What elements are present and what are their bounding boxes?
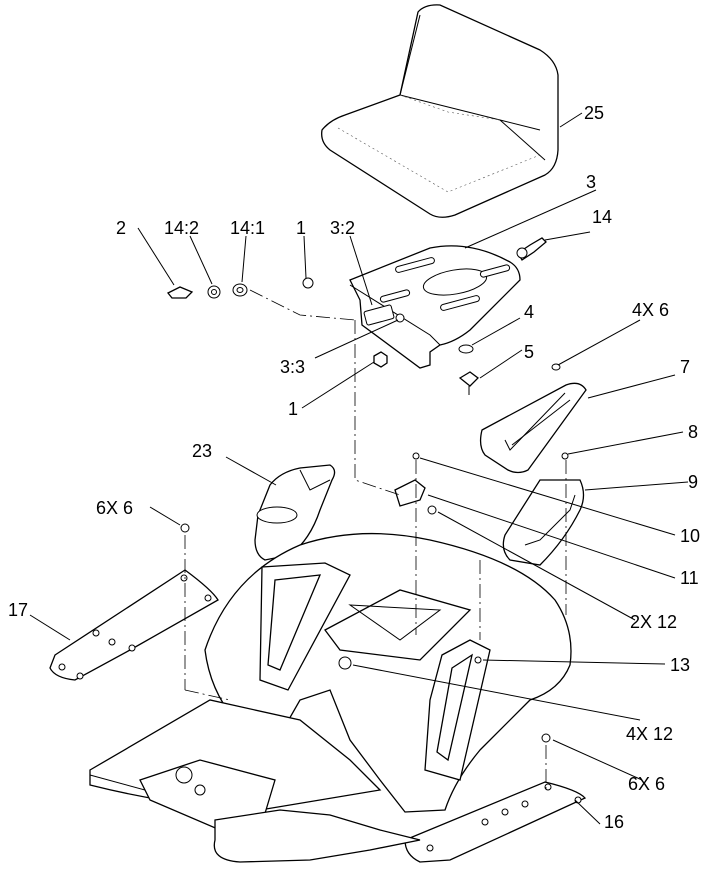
callout-9: 9 xyxy=(688,472,698,492)
washer-4-part xyxy=(458,344,474,354)
callout-labels: 25 3 14 2 14:2 14:1 1 3:2 4X 6 4 5 3:3 1… xyxy=(8,103,700,832)
callout-13: 13 xyxy=(670,655,690,675)
bracket-11-part xyxy=(394,452,437,515)
callout-3-2: 3:2 xyxy=(330,218,355,238)
seat-part xyxy=(321,4,559,218)
callout-6x6-right: 6X 6 xyxy=(628,774,665,794)
callout-25: 25 xyxy=(584,103,604,123)
callout-5: 5 xyxy=(524,342,534,362)
callout-2: 2 xyxy=(116,218,126,238)
callout-17: 17 xyxy=(8,600,28,620)
nut-1-part xyxy=(373,351,388,368)
callout-4x12: 4X 12 xyxy=(626,724,673,744)
plate-7-part xyxy=(479,363,587,474)
callout-1-bottom: 1 xyxy=(288,399,298,419)
key-part xyxy=(166,286,194,299)
right-panel-16-part xyxy=(404,733,587,863)
callout-11: 11 xyxy=(680,568,699,588)
screw-part xyxy=(302,277,314,289)
callout-7: 7 xyxy=(680,357,690,377)
leader-lines xyxy=(29,112,689,825)
callout-3-3: 3:3 xyxy=(280,357,305,377)
callout-8: 8 xyxy=(688,422,698,442)
callout-14-1: 14:1 xyxy=(230,218,265,238)
callout-4x6: 4X 6 xyxy=(632,300,669,320)
switch-part xyxy=(516,237,547,261)
callout-23: 23 xyxy=(192,441,212,461)
callout-14-2: 14:2 xyxy=(164,218,199,238)
nut-part xyxy=(207,285,221,299)
left-panel-17-part xyxy=(49,523,219,681)
callout-1-top: 1 xyxy=(296,218,306,238)
washer-part xyxy=(232,283,248,297)
cup-holder-part xyxy=(254,464,336,561)
fender-chassis-part xyxy=(89,532,572,863)
callout-16: 16 xyxy=(604,812,624,832)
knob-5-part xyxy=(458,371,479,395)
callout-14: 14 xyxy=(592,207,612,227)
callout-6x6-left: 6X 6 xyxy=(96,498,133,518)
seat-bracket-part xyxy=(349,245,521,369)
callout-2x12: 2X 12 xyxy=(630,612,677,632)
callout-3: 3 xyxy=(586,172,596,192)
callout-4: 4 xyxy=(524,302,534,322)
callout-10: 10 xyxy=(680,526,700,546)
assembly-guide-lines xyxy=(184,289,567,790)
